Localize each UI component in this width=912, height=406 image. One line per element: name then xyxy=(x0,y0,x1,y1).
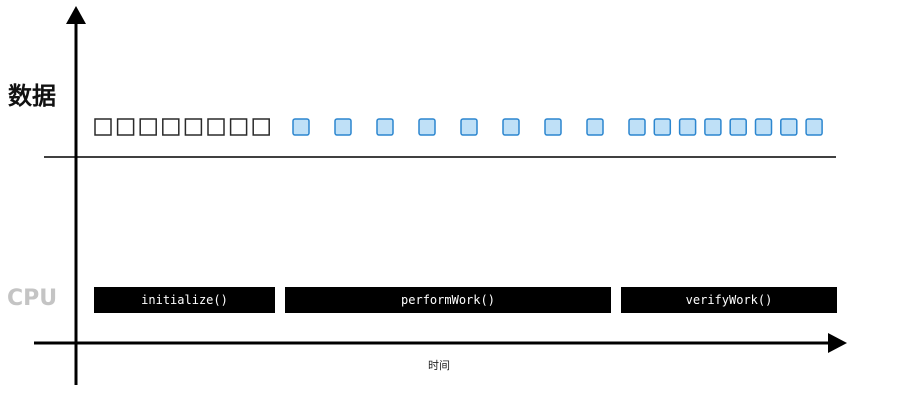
processed-data-block xyxy=(754,118,773,136)
processing-data-block xyxy=(334,118,352,136)
empty-data-block xyxy=(139,118,157,136)
empty-data-block xyxy=(94,118,112,136)
empty-data-block xyxy=(116,118,135,136)
empty-data-block xyxy=(184,118,203,136)
task-initialize: initialize() xyxy=(94,287,275,313)
processing-data-block xyxy=(292,118,310,136)
empty-data-block xyxy=(207,118,225,136)
task-verify-work: verifyWork() xyxy=(621,287,837,313)
processed-data-block xyxy=(780,118,798,136)
data-blocks xyxy=(94,118,823,136)
vertical-axis-arrow-icon xyxy=(66,6,86,24)
empty-data-block xyxy=(252,118,270,136)
processing-data-block xyxy=(544,118,562,136)
processed-data-block xyxy=(628,118,646,136)
processing-data-block xyxy=(586,118,604,136)
time-axis-label: 时间 xyxy=(428,359,450,372)
task-perform-work: performWork() xyxy=(285,287,611,313)
time-axis-arrow-icon xyxy=(828,333,847,353)
empty-data-block xyxy=(162,118,180,136)
processing-data-block xyxy=(376,118,394,136)
processed-data-block xyxy=(729,118,747,136)
processed-data-block xyxy=(704,118,722,136)
data-label: 数据 xyxy=(8,82,56,110)
processed-data-block xyxy=(653,118,672,136)
processing-data-block xyxy=(418,118,436,136)
processing-data-block xyxy=(460,118,478,136)
processed-data-block xyxy=(678,118,697,136)
cpu-label: CPU xyxy=(7,286,58,311)
processed-data-block xyxy=(805,118,823,136)
processing-data-block xyxy=(502,118,520,136)
empty-data-block xyxy=(229,118,248,136)
